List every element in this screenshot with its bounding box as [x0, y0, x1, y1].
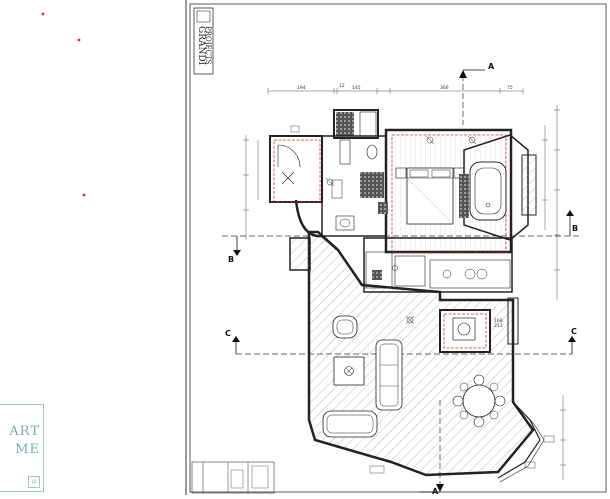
utility-red-outline	[443, 313, 487, 349]
section-marker-a-bottom: A	[432, 487, 439, 495]
living-room-hatched-area	[307, 230, 535, 477]
kitchen-counter	[365, 251, 393, 289]
red-dot	[82, 193, 86, 197]
window-east	[507, 297, 519, 345]
dining-chair	[473, 374, 485, 386]
watermark-text-2: ME	[15, 442, 40, 457]
hob-ring	[464, 268, 476, 280]
washing-machine	[452, 317, 476, 341]
section-marker-a-top: A	[488, 62, 495, 71]
sofa-bottom	[322, 410, 378, 438]
hall-wall-block	[289, 237, 311, 271]
nightstand	[395, 167, 407, 179]
closet-top	[333, 109, 379, 139]
kitchen-walls	[363, 237, 513, 293]
bedroom-bay	[463, 134, 529, 241]
titleblock-text-2: PROJECTS	[204, 26, 212, 65]
right-dimension-chain	[542, 105, 566, 480]
dining-table	[462, 384, 496, 418]
toilet	[366, 144, 378, 160]
dining-chair	[473, 416, 485, 428]
watermark-logo: ART ME ⌂	[0, 404, 44, 492]
wc-walls	[321, 135, 387, 237]
red-dot	[77, 38, 81, 42]
dim-12: 12	[339, 83, 345, 89]
section-marker-c-left: C	[225, 329, 231, 338]
sofa	[375, 339, 403, 411]
shower-tiles	[360, 172, 384, 198]
bed	[406, 167, 454, 225]
annotation-box	[290, 125, 300, 133]
left-dimension-chain	[243, 135, 259, 240]
section-marker-b-left: B	[228, 255, 234, 264]
titleblock-text-1: GRANDI	[196, 26, 206, 66]
annotation-box	[543, 435, 555, 443]
title-block-logo: GRANDI PROJECTS	[193, 7, 214, 75]
dim-75: 75	[507, 85, 513, 91]
dim-366: 366	[440, 85, 449, 91]
light-markers	[325, 135, 477, 325]
annotation-box	[369, 465, 385, 474]
tile-strip	[459, 174, 469, 218]
title-block-stamp	[191, 461, 275, 494]
section-marker-c-right: C	[571, 327, 577, 336]
sink	[442, 269, 452, 279]
annotation-box	[524, 461, 536, 469]
bathtub	[469, 161, 507, 221]
dining-chair	[452, 395, 464, 407]
bathroom-red-outline	[273, 139, 321, 203]
watermark-mark-icon: ⌂	[28, 476, 40, 488]
top-dimension-chain	[267, 88, 524, 94]
watermark-text-1: ART	[9, 424, 40, 439]
armchair	[332, 315, 358, 339]
vanity	[335, 215, 355, 231]
section-line-b	[222, 210, 580, 256]
utility-room-walls	[439, 309, 491, 353]
red-dot	[41, 12, 45, 16]
sheet-frame	[189, 3, 607, 493]
dim-194: 194	[297, 85, 306, 91]
hob-ring	[476, 268, 488, 280]
section-marker-b-right: B	[572, 224, 578, 233]
door-swing	[277, 144, 301, 168]
dining-chair	[494, 395, 506, 407]
dim-145: 145	[352, 85, 361, 91]
